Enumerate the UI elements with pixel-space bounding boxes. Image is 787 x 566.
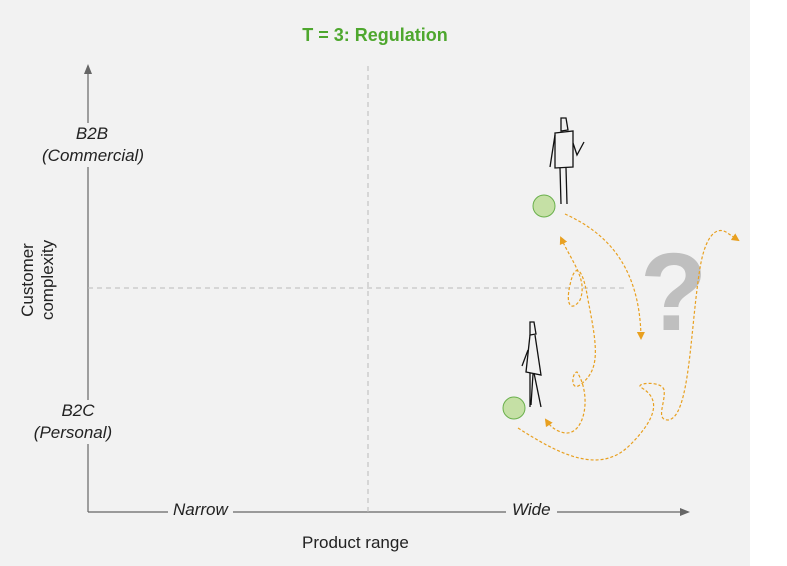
- y-axis-title: Customer complexity: [18, 220, 58, 340]
- woman-figure-icon: [521, 321, 542, 408]
- customer-dot-b2b: [532, 194, 556, 218]
- arrow-path-3: [517, 229, 740, 461]
- diagram-title: T = 3: Regulation: [302, 25, 448, 45]
- x-right-label: Wide: [506, 500, 557, 520]
- y-axis-title-line1: Customer: [18, 243, 37, 317]
- arrow-path-2: [544, 236, 596, 434]
- y-bottom-label: B2C (Personal): [33, 400, 133, 444]
- y-bottom-line2: (Personal): [33, 423, 113, 442]
- arrow-path-1: [564, 213, 645, 340]
- y-bottom-line1: B2C: [61, 401, 95, 420]
- x-left-label: Narrow: [168, 500, 233, 520]
- y-top-line1: B2B: [75, 124, 109, 143]
- x-axis-title: Product range: [302, 533, 409, 552]
- y-axis-title-line2: complexity: [38, 239, 57, 321]
- question-mark: ?: [640, 231, 707, 354]
- y-top-line2: (Commercial): [42, 146, 144, 165]
- y-top-label: B2B (Commercial): [38, 123, 146, 167]
- diagram-canvas: ? T = 3: Regulation B2B (Commercial) B2C…: [0, 0, 750, 566]
- customer-dot-b2c: [502, 396, 526, 420]
- businessman-figure-icon: [549, 117, 585, 205]
- diagram-graphics: ?: [84, 64, 740, 516]
